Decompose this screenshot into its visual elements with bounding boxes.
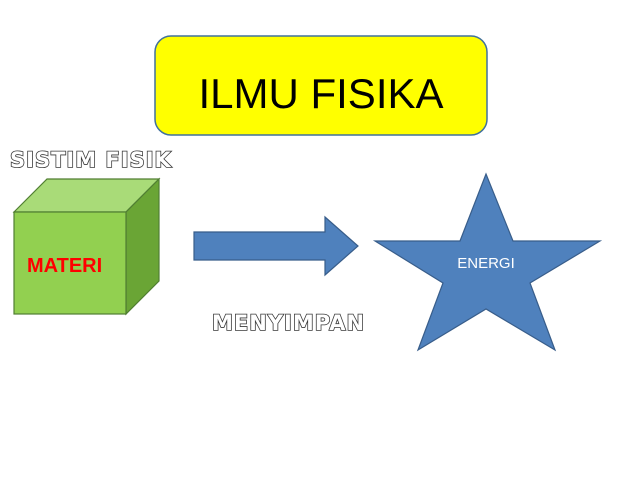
cube-front-face <box>13 211 127 315</box>
system-label: SISTIM FISIK <box>10 148 172 172</box>
title-box-shape <box>154 35 488 136</box>
star-shape <box>372 172 603 352</box>
matter-label: MATERI <box>27 255 102 277</box>
energy-star: ENERGI <box>372 172 603 352</box>
title-text: ILMU FISIKA <box>198 70 443 117</box>
right-arrow <box>193 215 359 277</box>
matter-cube: MATERI <box>12 177 161 316</box>
energy-label: ENERGI <box>457 255 515 272</box>
title-box: ILMU FISIKA <box>154 35 488 136</box>
arrow-label: MENYIMPAN <box>212 311 365 335</box>
